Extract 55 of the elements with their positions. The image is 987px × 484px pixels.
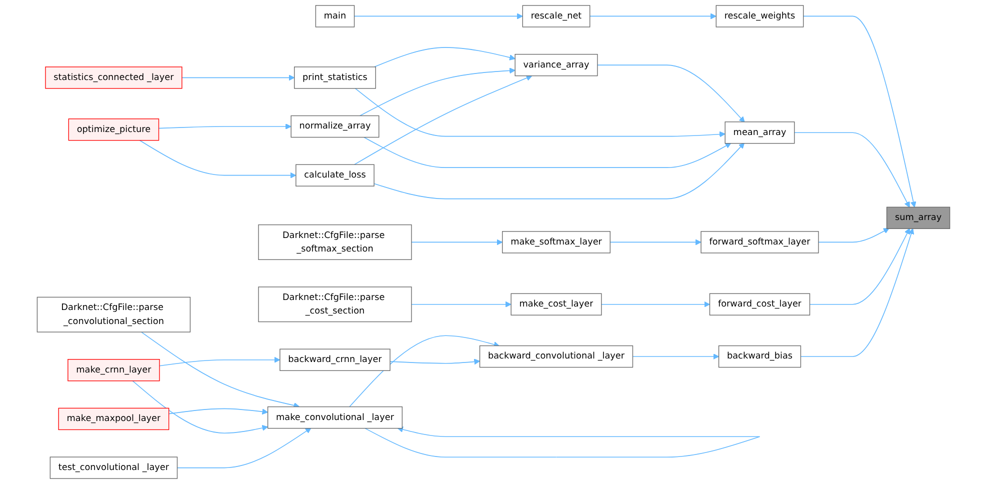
- arrow: [374, 47, 516, 68]
- arrow: [364, 136, 732, 168]
- node-box: statistics_connected _layer: [45, 66, 182, 89]
- arrow: [168, 408, 268, 415]
- node-box: variance_array: [514, 54, 598, 76]
- node-box: backward_crnn_layer: [280, 348, 390, 371]
- arrow: [354, 75, 532, 165]
- arrow: [597, 64, 745, 123]
- arrow: [390, 358, 480, 365]
- node-box: Darknet::CfgFile::parse _cost_section: [258, 286, 412, 322]
- arrow: [364, 426, 760, 458]
- node-box: test_convolutional _layer: [50, 456, 178, 479]
- node-box: forward_softmax_layer: [700, 231, 819, 254]
- node-box: make_softmax_layer: [502, 231, 610, 254]
- node-box: backward_bias: [718, 345, 802, 368]
- arrow: [818, 228, 890, 243]
- arrow: [139, 140, 296, 178]
- node-box: forward_cost_layer: [709, 293, 810, 316]
- arrow: [182, 74, 295, 81]
- arrow: [159, 356, 280, 366]
- node-box: calculate_loss: [296, 164, 374, 186]
- arrow: [610, 239, 702, 246]
- node-box: make_maxpool_layer: [58, 408, 170, 430]
- node-box: main: [315, 5, 355, 28]
- arrow: [589, 13, 716, 20]
- arrow: [794, 132, 910, 208]
- node-box: backward_convolutional _layer: [479, 345, 634, 368]
- arrow: [359, 68, 516, 116]
- arrow: [800, 228, 914, 357]
- arrow: [601, 301, 710, 308]
- node-box: sum_array: [886, 206, 950, 229]
- arrow: [374, 142, 745, 200]
- arrow: [802, 16, 916, 208]
- arrow: [354, 13, 523, 20]
- arrow: [632, 354, 720, 360]
- node-box: print_statistics: [294, 66, 376, 89]
- node-box: rescale_weights: [716, 5, 804, 28]
- node-box: make_cost_layer: [510, 293, 602, 316]
- arrow: [349, 335, 500, 408]
- arrow: [176, 428, 312, 468]
- node-box: make_crnn_layer: [68, 359, 160, 382]
- arrow: [132, 380, 268, 434]
- arrow: [411, 239, 503, 246]
- node-box: normalize_array: [290, 115, 380, 138]
- node-box: mean_array: [724, 122, 795, 144]
- node-box: Darknet::CfgFile::parse _softmax_section: [258, 224, 412, 260]
- arrow: [140, 332, 300, 408]
- node-box: optimize_picture: [68, 118, 160, 141]
- arrow: [809, 228, 910, 305]
- arrow: [354, 88, 726, 138]
- arrow: [411, 301, 512, 308]
- arrow: [158, 124, 292, 130]
- node-box: make_convolutional _layer: [267, 406, 403, 429]
- node-box: Darknet::CfgFile::parse _convolutional_section: [36, 296, 191, 332]
- node-box: rescale_net: [522, 5, 590, 28]
